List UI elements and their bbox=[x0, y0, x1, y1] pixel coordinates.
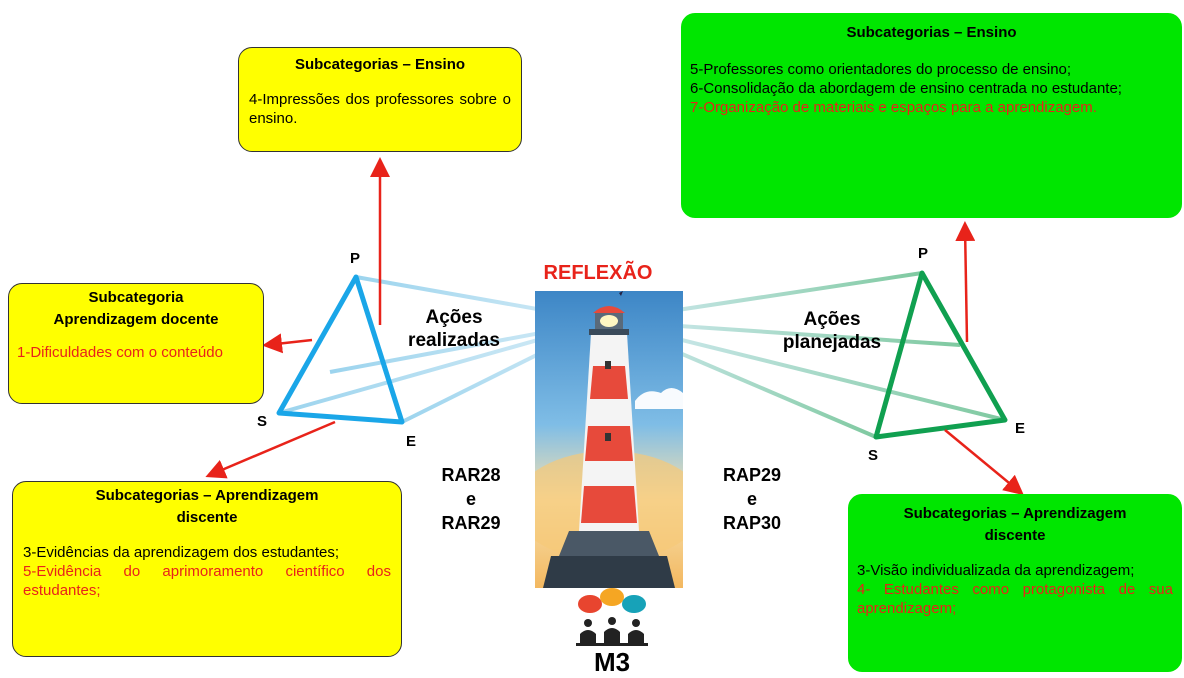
left-top-item: 4-Impressões dos professores sobre o ens… bbox=[249, 91, 511, 127]
right-top-item-2: 6-Consolidação da abordagem de ensino ce… bbox=[690, 80, 1122, 97]
left-bottom-item-1: 3-Evidências da aprendizagem dos estudan… bbox=[23, 544, 340, 561]
left-codes: RAR28 e RAR29 bbox=[441, 465, 501, 533]
right-bottom-box: Subcategorias – Aprendizagem discente 3-… bbox=[848, 494, 1182, 672]
left-bottom-box: Subcategorias – Aprendizagem discente 3-… bbox=[12, 481, 402, 657]
right-bottom-item-2: 4- Estudantes como protagonista de sua a… bbox=[857, 581, 1173, 617]
left-vertex-e: E bbox=[406, 433, 417, 450]
left-actions-label: Ações realizadas bbox=[408, 307, 500, 351]
arrow-right-bottom bbox=[944, 429, 1024, 496]
left-top-box: Subcategorias – Ensino 4-Impressões dos … bbox=[238, 47, 522, 152]
lighthouse-image bbox=[514, 291, 704, 588]
right-triangle bbox=[873, 270, 1008, 440]
m3-label: M3 bbox=[593, 647, 631, 677]
left-triangle bbox=[276, 274, 405, 425]
right-top-item-1: 5-Professores como orientadores do proce… bbox=[690, 61, 1072, 78]
right-codes: RAP29 e RAP30 bbox=[722, 465, 782, 533]
group-discussion-icon bbox=[574, 588, 650, 648]
right-top-item-3: 7-Organização de materiais e espaços par… bbox=[690, 99, 1097, 116]
right-vertex-p: P bbox=[918, 245, 929, 262]
arrow-right-top bbox=[955, 221, 976, 343]
arrow-left-side bbox=[262, 333, 313, 354]
left-vertex-p: P bbox=[350, 250, 361, 267]
arrow-left-bottom bbox=[205, 420, 336, 479]
left-side-box: Subcategoria Aprendizagem docente 1-Difi… bbox=[8, 283, 264, 404]
reflexao-title: REFLEXÃO bbox=[543, 262, 653, 284]
right-bottom-item-1: 3-Visão individualizada da aprendizagem; bbox=[857, 562, 1135, 579]
right-top-heading: Subcategorias – Ensino bbox=[846, 24, 1017, 41]
left-bottom-item-2: 5-Evidência do aprimoramento científico … bbox=[23, 563, 391, 599]
right-actions-label: Ações planejadas bbox=[782, 309, 882, 353]
left-top-heading: Subcategorias – Ensino bbox=[294, 56, 466, 73]
left-side-item: 1-Dificuldades com o conteúdo bbox=[17, 344, 223, 361]
left-vertex-s: S bbox=[257, 413, 268, 430]
right-vertex-e: E bbox=[1015, 420, 1026, 437]
right-vertex-s: S bbox=[868, 447, 879, 464]
right-top-box: Subcategorias – Ensino 5-Professores com… bbox=[681, 13, 1182, 218]
